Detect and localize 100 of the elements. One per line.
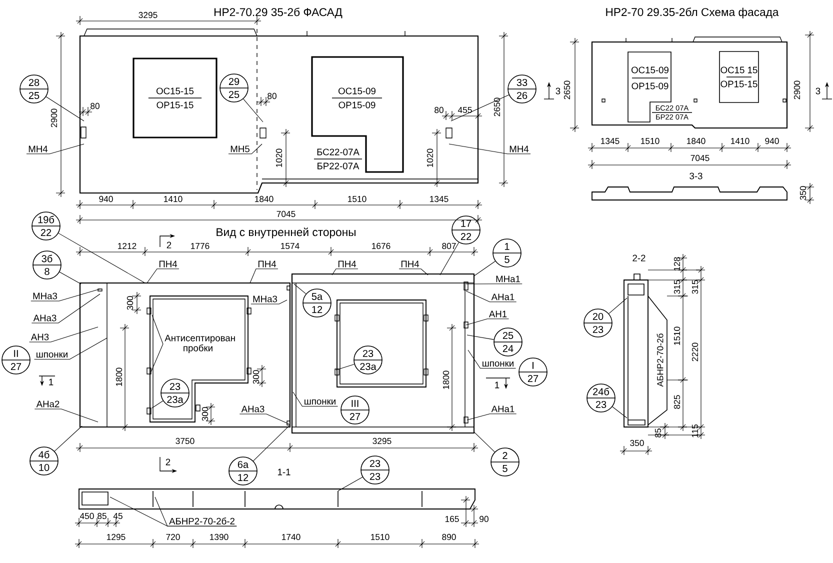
- dimension-label: 300: [202, 407, 208, 421]
- leader-line: [338, 476, 363, 492]
- dimension-label: 315: [674, 280, 680, 294]
- section-mark: 2: [166, 242, 172, 248]
- window-box: ОС15-15 ОР15-15: [132, 58, 218, 138]
- part-label: АНа2: [36, 400, 60, 408]
- leader-line: [332, 268, 358, 276]
- dimension-label: 3295: [138, 12, 158, 18]
- leader-line: [466, 414, 517, 420]
- dimension-label: 1840: [255, 196, 274, 202]
- leader-line: [294, 284, 306, 294]
- leader-line: [474, 432, 495, 452]
- dimension-label: 1410: [731, 138, 750, 144]
- dimension-label: 1345: [430, 196, 448, 202]
- dimension-label: 350: [800, 186, 806, 200]
- dimension-label: 1800: [442, 370, 450, 389]
- dimension-label: 2900: [50, 108, 58, 128]
- dimension-label: 1800: [116, 368, 122, 386]
- dimension-label: 455: [458, 106, 472, 114]
- part-label: ПН4: [159, 260, 178, 268]
- dimension-label: 1840: [687, 138, 706, 144]
- dimension-label: 940: [765, 138, 779, 144]
- leader-line: [31, 294, 100, 324]
- dimension-label: 720: [166, 534, 180, 540]
- dimension-label: 1212: [118, 242, 136, 250]
- drawing-title: НР2-70 29.35-2бл Схема фасада: [606, 8, 779, 18]
- dimension-label: 940: [99, 196, 113, 202]
- leader-line: [466, 334, 494, 340]
- part-label: ПН4: [258, 260, 276, 268]
- part-label: ПН4: [338, 260, 356, 268]
- part-label: Антисептирован пробки: [164, 334, 235, 354]
- section-mark: 2: [166, 458, 170, 466]
- dimension-label: 2650: [494, 98, 500, 116]
- section-title: 3-3: [690, 172, 702, 180]
- dimension-label: 1574: [281, 242, 300, 250]
- part-label: МНа3: [253, 296, 278, 302]
- dimension-label: 2650: [564, 80, 570, 100]
- part-label: АНа3: [241, 406, 264, 412]
- leader-line: [30, 288, 100, 302]
- drawing-title: НР2-70.29 35-2б ФАСАД: [214, 8, 342, 18]
- dimension-label: 2220: [692, 342, 698, 362]
- dimension-label: 1345: [601, 138, 620, 144]
- part-label: АБНР2-70-2б-2: [169, 518, 234, 524]
- part-label: МН4: [510, 146, 529, 152]
- dimension-label: 3750: [176, 438, 194, 444]
- leader-line: [450, 94, 510, 122]
- dimension-label: 807: [442, 242, 456, 250]
- leader-line: [474, 260, 496, 276]
- section-mark: 3: [556, 88, 560, 94]
- dimension-label: 1510: [371, 534, 390, 540]
- dimension-label: 1390: [210, 534, 228, 540]
- section-title: 1-1: [278, 468, 290, 476]
- section-mark: 1: [49, 378, 54, 386]
- part-label: АН3: [30, 334, 49, 340]
- dimension-label: 45: [113, 512, 122, 520]
- dimension-label: 7045: [690, 154, 710, 162]
- leader-line: [468, 350, 516, 368]
- section-title: 2-2: [632, 254, 646, 262]
- dimension-label: 350: [630, 440, 644, 446]
- leader-line: [250, 268, 278, 284]
- leader-line: [608, 298, 628, 314]
- leader-line: [243, 98, 264, 122]
- part-label: шпонки: [304, 399, 336, 405]
- section-drawing: [624, 274, 668, 428]
- leader-line: [336, 364, 355, 370]
- dimension-label: 1510: [641, 138, 660, 144]
- dimension-label: 115: [692, 424, 698, 438]
- dimension-label: 2900: [794, 80, 800, 100]
- leader-line: [440, 242, 460, 276]
- part-label: АБНР2-70-2б: [656, 334, 664, 387]
- part-label: АНа3: [33, 314, 56, 322]
- leader-line: [466, 290, 517, 302]
- leader-line: [46, 96, 84, 122]
- leader-line: [253, 426, 290, 462]
- leader-line: [29, 326, 98, 342]
- window-box: ОС15 15 ОР15-15: [719, 51, 759, 103]
- part-label: шпонки: [36, 352, 68, 358]
- door-label: БС22-07А БР22-07А: [314, 148, 362, 170]
- dimension-label: 315: [692, 280, 698, 294]
- section-mark: 3: [816, 88, 820, 94]
- part-label: шпонки: [482, 361, 514, 367]
- leader-line: [466, 318, 510, 326]
- part-label: МНа3: [33, 292, 58, 300]
- dimension-label: 1510: [674, 326, 680, 345]
- panel-drawing: [79, 28, 479, 194]
- leader-line: [152, 400, 164, 408]
- panel-drawing: [591, 36, 788, 129]
- dimension-label: 300: [252, 370, 260, 384]
- leader-line: [239, 414, 290, 424]
- leader-line: [146, 268, 180, 284]
- dimension-label: 1410: [164, 196, 182, 202]
- leader-line: [54, 426, 82, 452]
- dimension-label: 1676: [372, 242, 390, 250]
- leader-line: [448, 144, 531, 154]
- dimension-label: 7045: [276, 210, 296, 218]
- dimension-label: 1776: [191, 242, 210, 250]
- part-label: МН5: [230, 146, 250, 152]
- dimension-label: 1740: [282, 534, 300, 540]
- leader-line: [398, 268, 428, 276]
- leader-line: [59, 272, 82, 284]
